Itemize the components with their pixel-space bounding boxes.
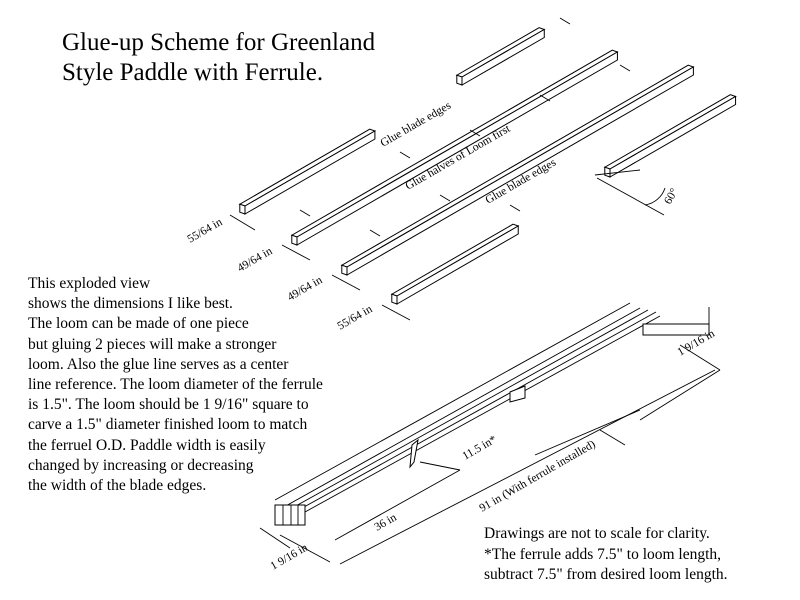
- dimension-line: [679, 344, 721, 371]
- dimension-line: [639, 369, 721, 421]
- dimension-line: [281, 244, 311, 261]
- dim-label-total: 91 in (With ferrule installed): [478, 438, 598, 514]
- notes-text: Drawings are not to scale for clarity. *…: [484, 524, 728, 586]
- description-line: shows the dimensions I like best.: [28, 295, 233, 313]
- blade-edge-right-upper-side-face: [461, 28, 545, 86]
- description-line: carve a 1.5" diameter finished loom to m…: [28, 416, 308, 434]
- bevel-edge: [594, 169, 641, 176]
- dimension-line: [334, 469, 461, 541]
- loom-half-2-side-face: [346, 66, 694, 276]
- description-line: loom. Also the glue line serves as a cen…: [28, 355, 289, 373]
- drawing-title: Glue-up Scheme for Greenland Style Paddl…: [62, 28, 375, 88]
- dim-label-49-64-a: 49/64 in: [236, 245, 275, 275]
- paddle-edge-line: [284, 309, 649, 513]
- glue-arrow: [509, 204, 521, 212]
- dim-label-55-64-b: 55/64 in: [336, 303, 375, 333]
- exploded-parts: [238, 27, 737, 305]
- glue-arrow: [559, 17, 571, 25]
- dimension-lines: [229, 17, 721, 565]
- note-line: *The ferrule adds 7.5" to loom length,: [484, 545, 722, 563]
- dimension-line: [419, 461, 461, 471]
- glue-arrow: [299, 209, 311, 217]
- paddle-end-face: [274, 504, 306, 526]
- glue-arrow: [399, 151, 411, 159]
- description-line: The loom can be made of one piece: [28, 315, 249, 333]
- dim-label-55-64-a: 55/64 in: [186, 216, 225, 246]
- blade-edge-right-upper-top-face: [455, 27, 546, 78]
- dimension-line: [339, 369, 716, 565]
- description-line: the width of the blade edges.: [28, 477, 207, 495]
- title-line: Style Paddle with Ferrule.: [62, 59, 324, 86]
- description-line: is 1.5". The loom should be 1 9/16" squa…: [28, 396, 309, 414]
- note-line: subtract 7.5" from desired loom length.: [484, 566, 728, 583]
- dimension-line: [331, 274, 361, 291]
- blade-edge-right-upper-end-face: [456, 74, 463, 86]
- paddle-edge-line: [294, 311, 657, 513]
- blade-edge-right-lower-end-face: [391, 293, 398, 305]
- glue-arrow: [469, 129, 481, 137]
- glue-arrow: [369, 229, 381, 237]
- assembled-paddle: [274, 302, 710, 526]
- dimension-line: [229, 214, 256, 231]
- ferrule: [642, 323, 710, 336]
- angle-extension: [596, 177, 665, 216]
- angle-arc: [644, 187, 666, 206]
- dimension-line: [599, 429, 626, 446]
- description-line: line reference. The loom diameter of the…: [28, 376, 323, 394]
- blade-edge-left-top-face: [238, 128, 377, 207]
- dimension-line: [381, 304, 411, 321]
- description-text: This exploded view shows the dimensions …: [28, 274, 323, 496]
- dim-label-blade: 36 in: [373, 511, 399, 533]
- description-line: This exploded view: [28, 275, 151, 292]
- paddle-edge-line: [304, 315, 661, 513]
- glue-arrow: [539, 94, 551, 102]
- glue-arrow: [619, 64, 631, 72]
- blade-edge-left-end-face: [239, 203, 246, 215]
- paddle-edge-line: [274, 302, 631, 501]
- loom-half-2-top-face: [340, 64, 695, 268]
- blade-edge-beveled-end-face: [604, 166, 611, 178]
- dim-label-loom-width: 1 9/16 in: [269, 542, 311, 573]
- label-glue-blade-edges-top: Glue blade edges: [379, 99, 454, 149]
- dimension-line: [259, 527, 291, 549]
- loom-half-2-end-face: [341, 264, 348, 276]
- description-line: but gluing 2 pieces will make a stronger: [28, 335, 277, 353]
- paddle-edge-line: [274, 307, 641, 513]
- note-line: Drawings are not to scale for clarity.: [484, 525, 710, 542]
- blade-transition: [409, 438, 419, 469]
- dimension-line: [279, 534, 331, 563]
- loom-half-1-end-face: [291, 234, 298, 246]
- ferrule-transition: [509, 385, 526, 403]
- glue-arrow: [439, 194, 451, 202]
- title-line: Glue-up Scheme for Greenland: [62, 29, 376, 56]
- blade-edge-right-lower-side-face: [396, 225, 519, 305]
- description-line: changed by increasing or decreasing: [28, 456, 254, 474]
- dim-label-ferrule: 11.5 in*: [461, 433, 499, 462]
- description-line: the ferruel O.D. Paddle width is easily: [28, 436, 266, 454]
